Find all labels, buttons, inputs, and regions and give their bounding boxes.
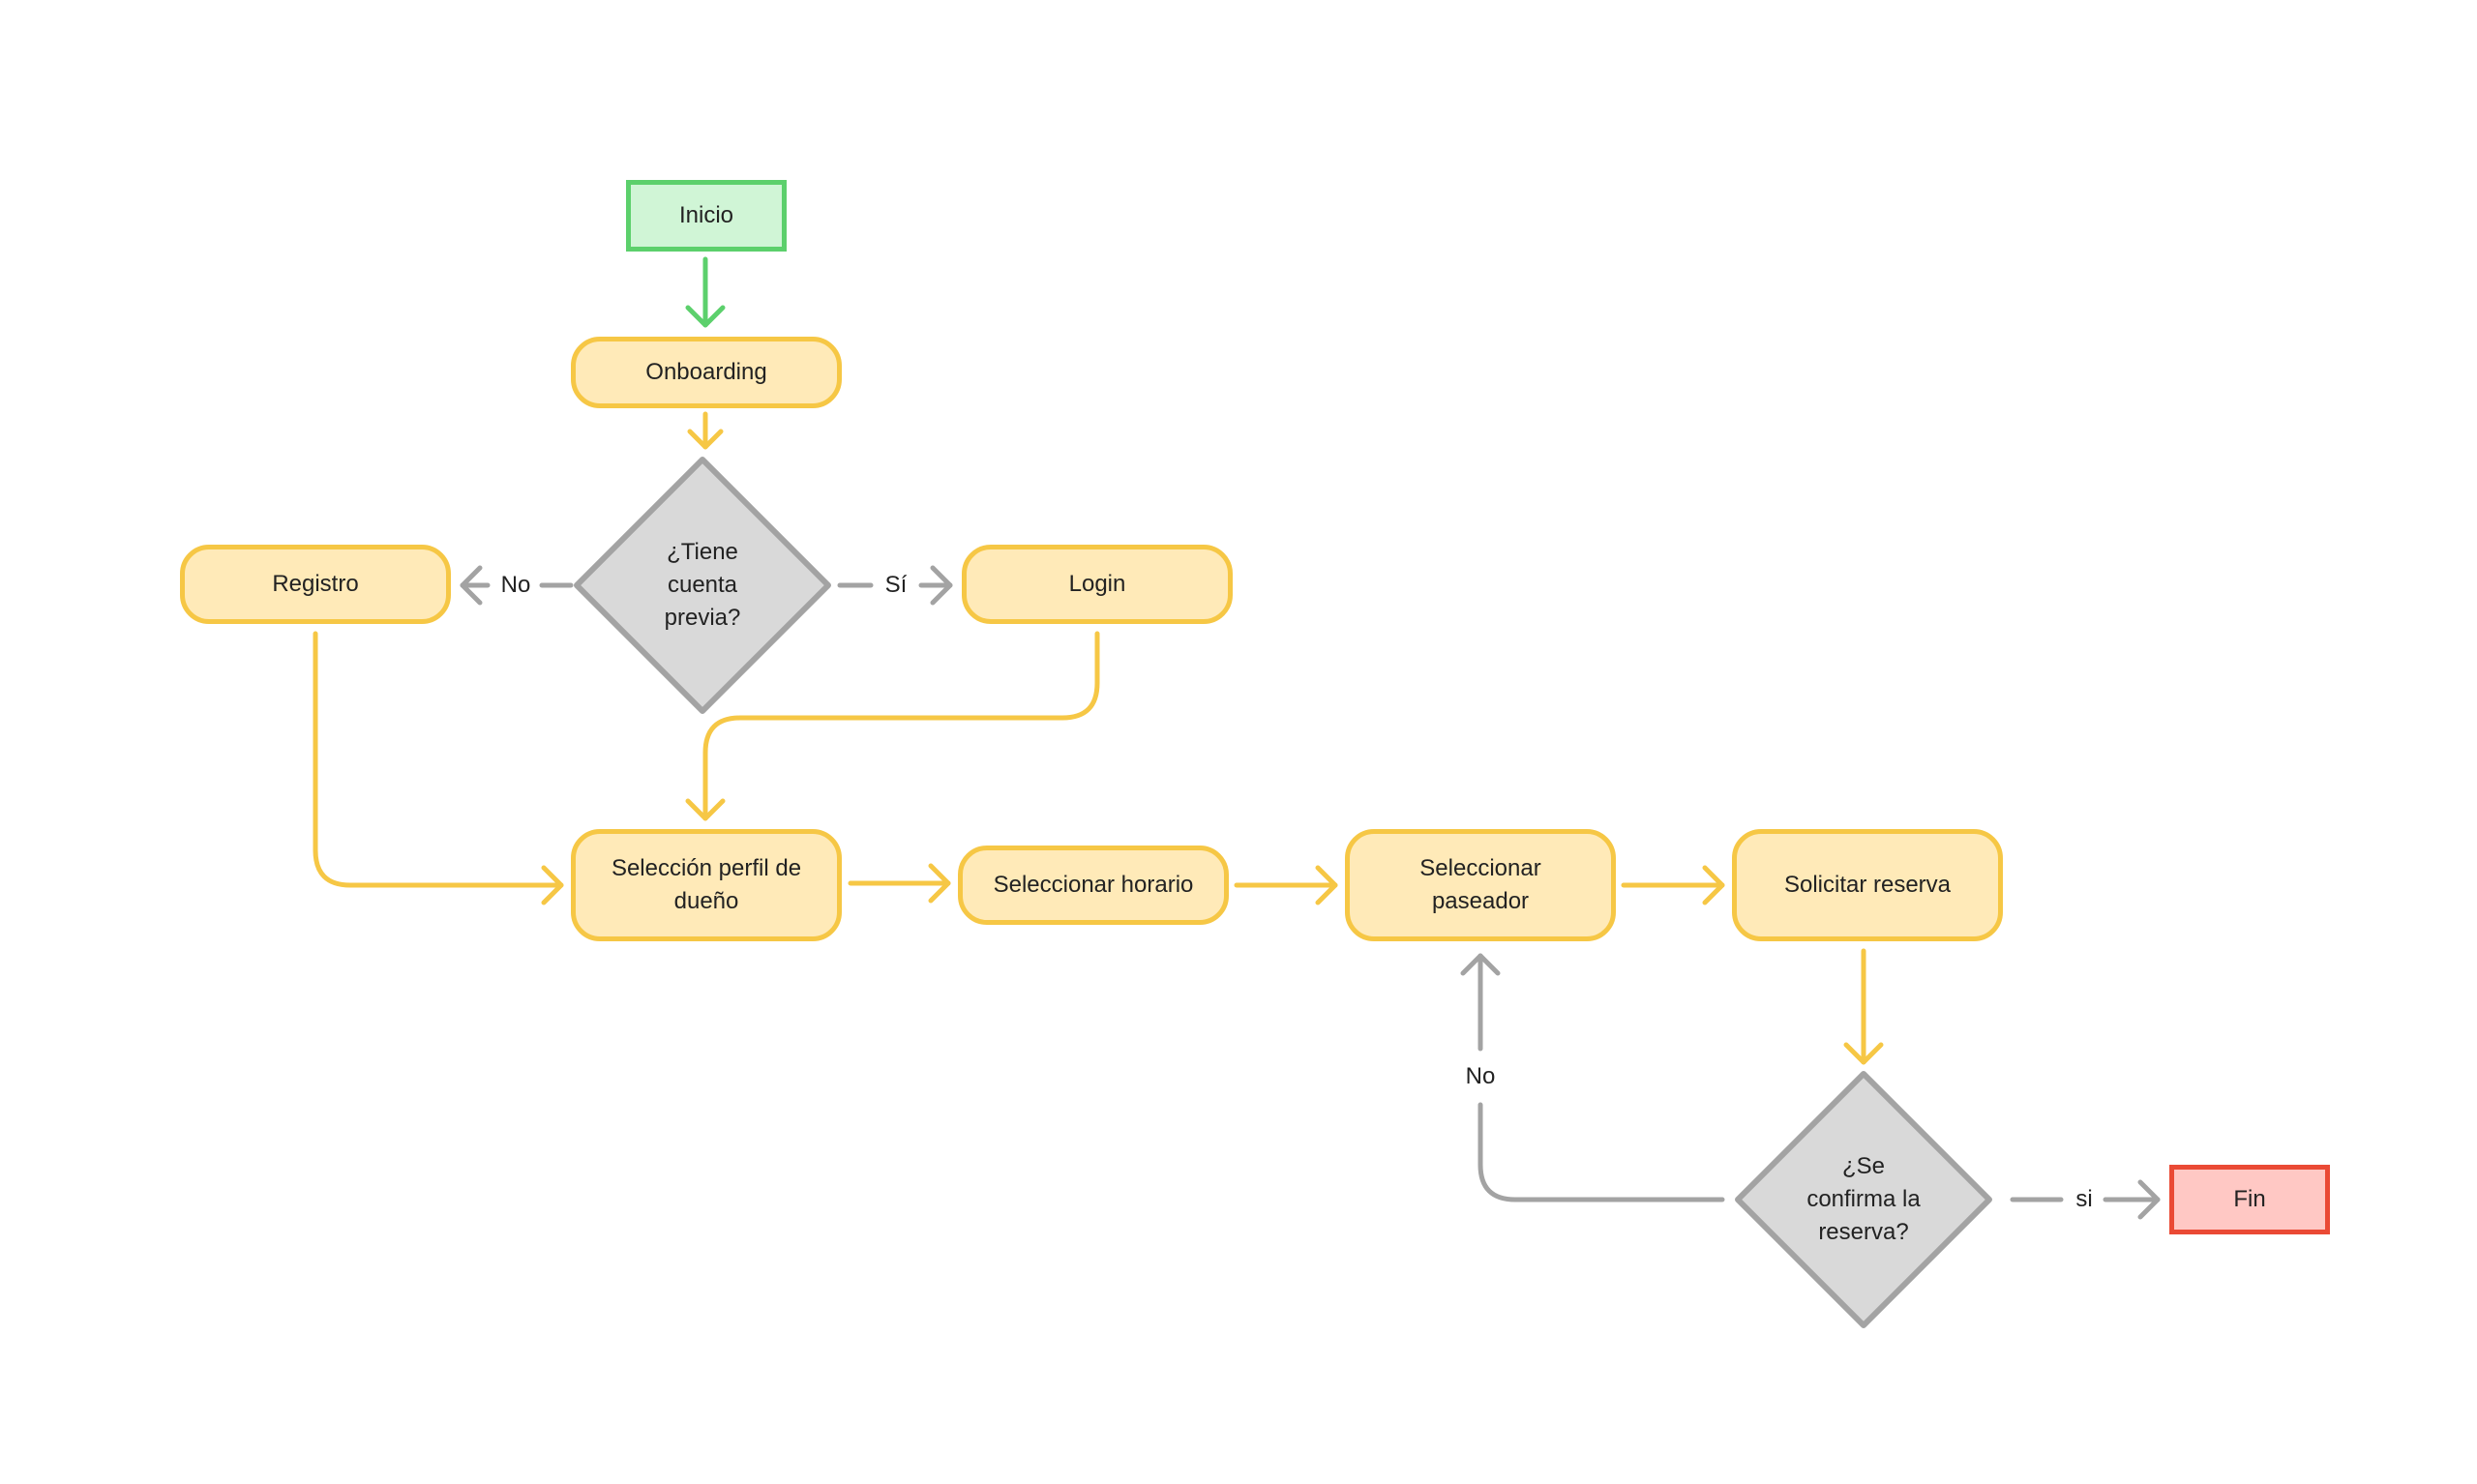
arrowhead-confirma (1843, 1042, 1884, 1065)
decision-confirma-reserva-shape (1735, 1071, 1992, 1328)
arrowhead-seleccion-left (541, 865, 564, 905)
arrowhead-seleccion-top (685, 798, 726, 821)
node-fin[interactable]: Fin (2169, 1165, 2330, 1234)
arrowhead-solicitar (1702, 865, 1725, 905)
arrowhead-paseador-bottom (1460, 953, 1501, 976)
edge-label-no-registro: No (500, 572, 531, 598)
arrowhead-onboarding (685, 305, 726, 328)
node-registro[interactable]: Registro (180, 545, 451, 624)
node-seleccionar-paseador[interactable]: Seleccionar paseador (1345, 829, 1616, 941)
arrowhead-horario (928, 863, 951, 904)
edge-label-si-fin: si (2075, 1186, 2093, 1212)
node-inicio[interactable]: Inicio (626, 180, 787, 252)
decision-tiene-cuenta-label[interactable]: ¿Tiene cuenta previa? (664, 539, 741, 631)
node-seleccionar-horario[interactable]: Seleccionar horario (958, 846, 1229, 925)
node-onboarding[interactable]: Onboarding (571, 337, 842, 408)
node-solicitar-reserva[interactable]: Solicitar reserva (1732, 829, 2003, 941)
edge-login-seleccion (702, 631, 1100, 821)
edge-confirma-paseador-a (1477, 1102, 1725, 1202)
arrowhead-registro (460, 565, 483, 606)
decision-tiene-cuenta-shape (574, 457, 831, 714)
edge-registro-seleccion (313, 631, 564, 888)
node-seleccion-perfil[interactable]: Selección perfil de dueño (571, 829, 842, 941)
edge-label-no-volver: No (1465, 1063, 1496, 1089)
arrowhead-login (930, 565, 953, 606)
arrowhead-paseador (1315, 865, 1338, 905)
decision-confirma-reserva-label[interactable]: ¿Se confirma la reserva? (1806, 1153, 1921, 1245)
node-login[interactable]: Login (962, 545, 1233, 624)
arrowhead-fin (2137, 1179, 2161, 1220)
edge-label-si-login: Sí (884, 572, 908, 598)
arrowhead-decision (687, 429, 724, 450)
